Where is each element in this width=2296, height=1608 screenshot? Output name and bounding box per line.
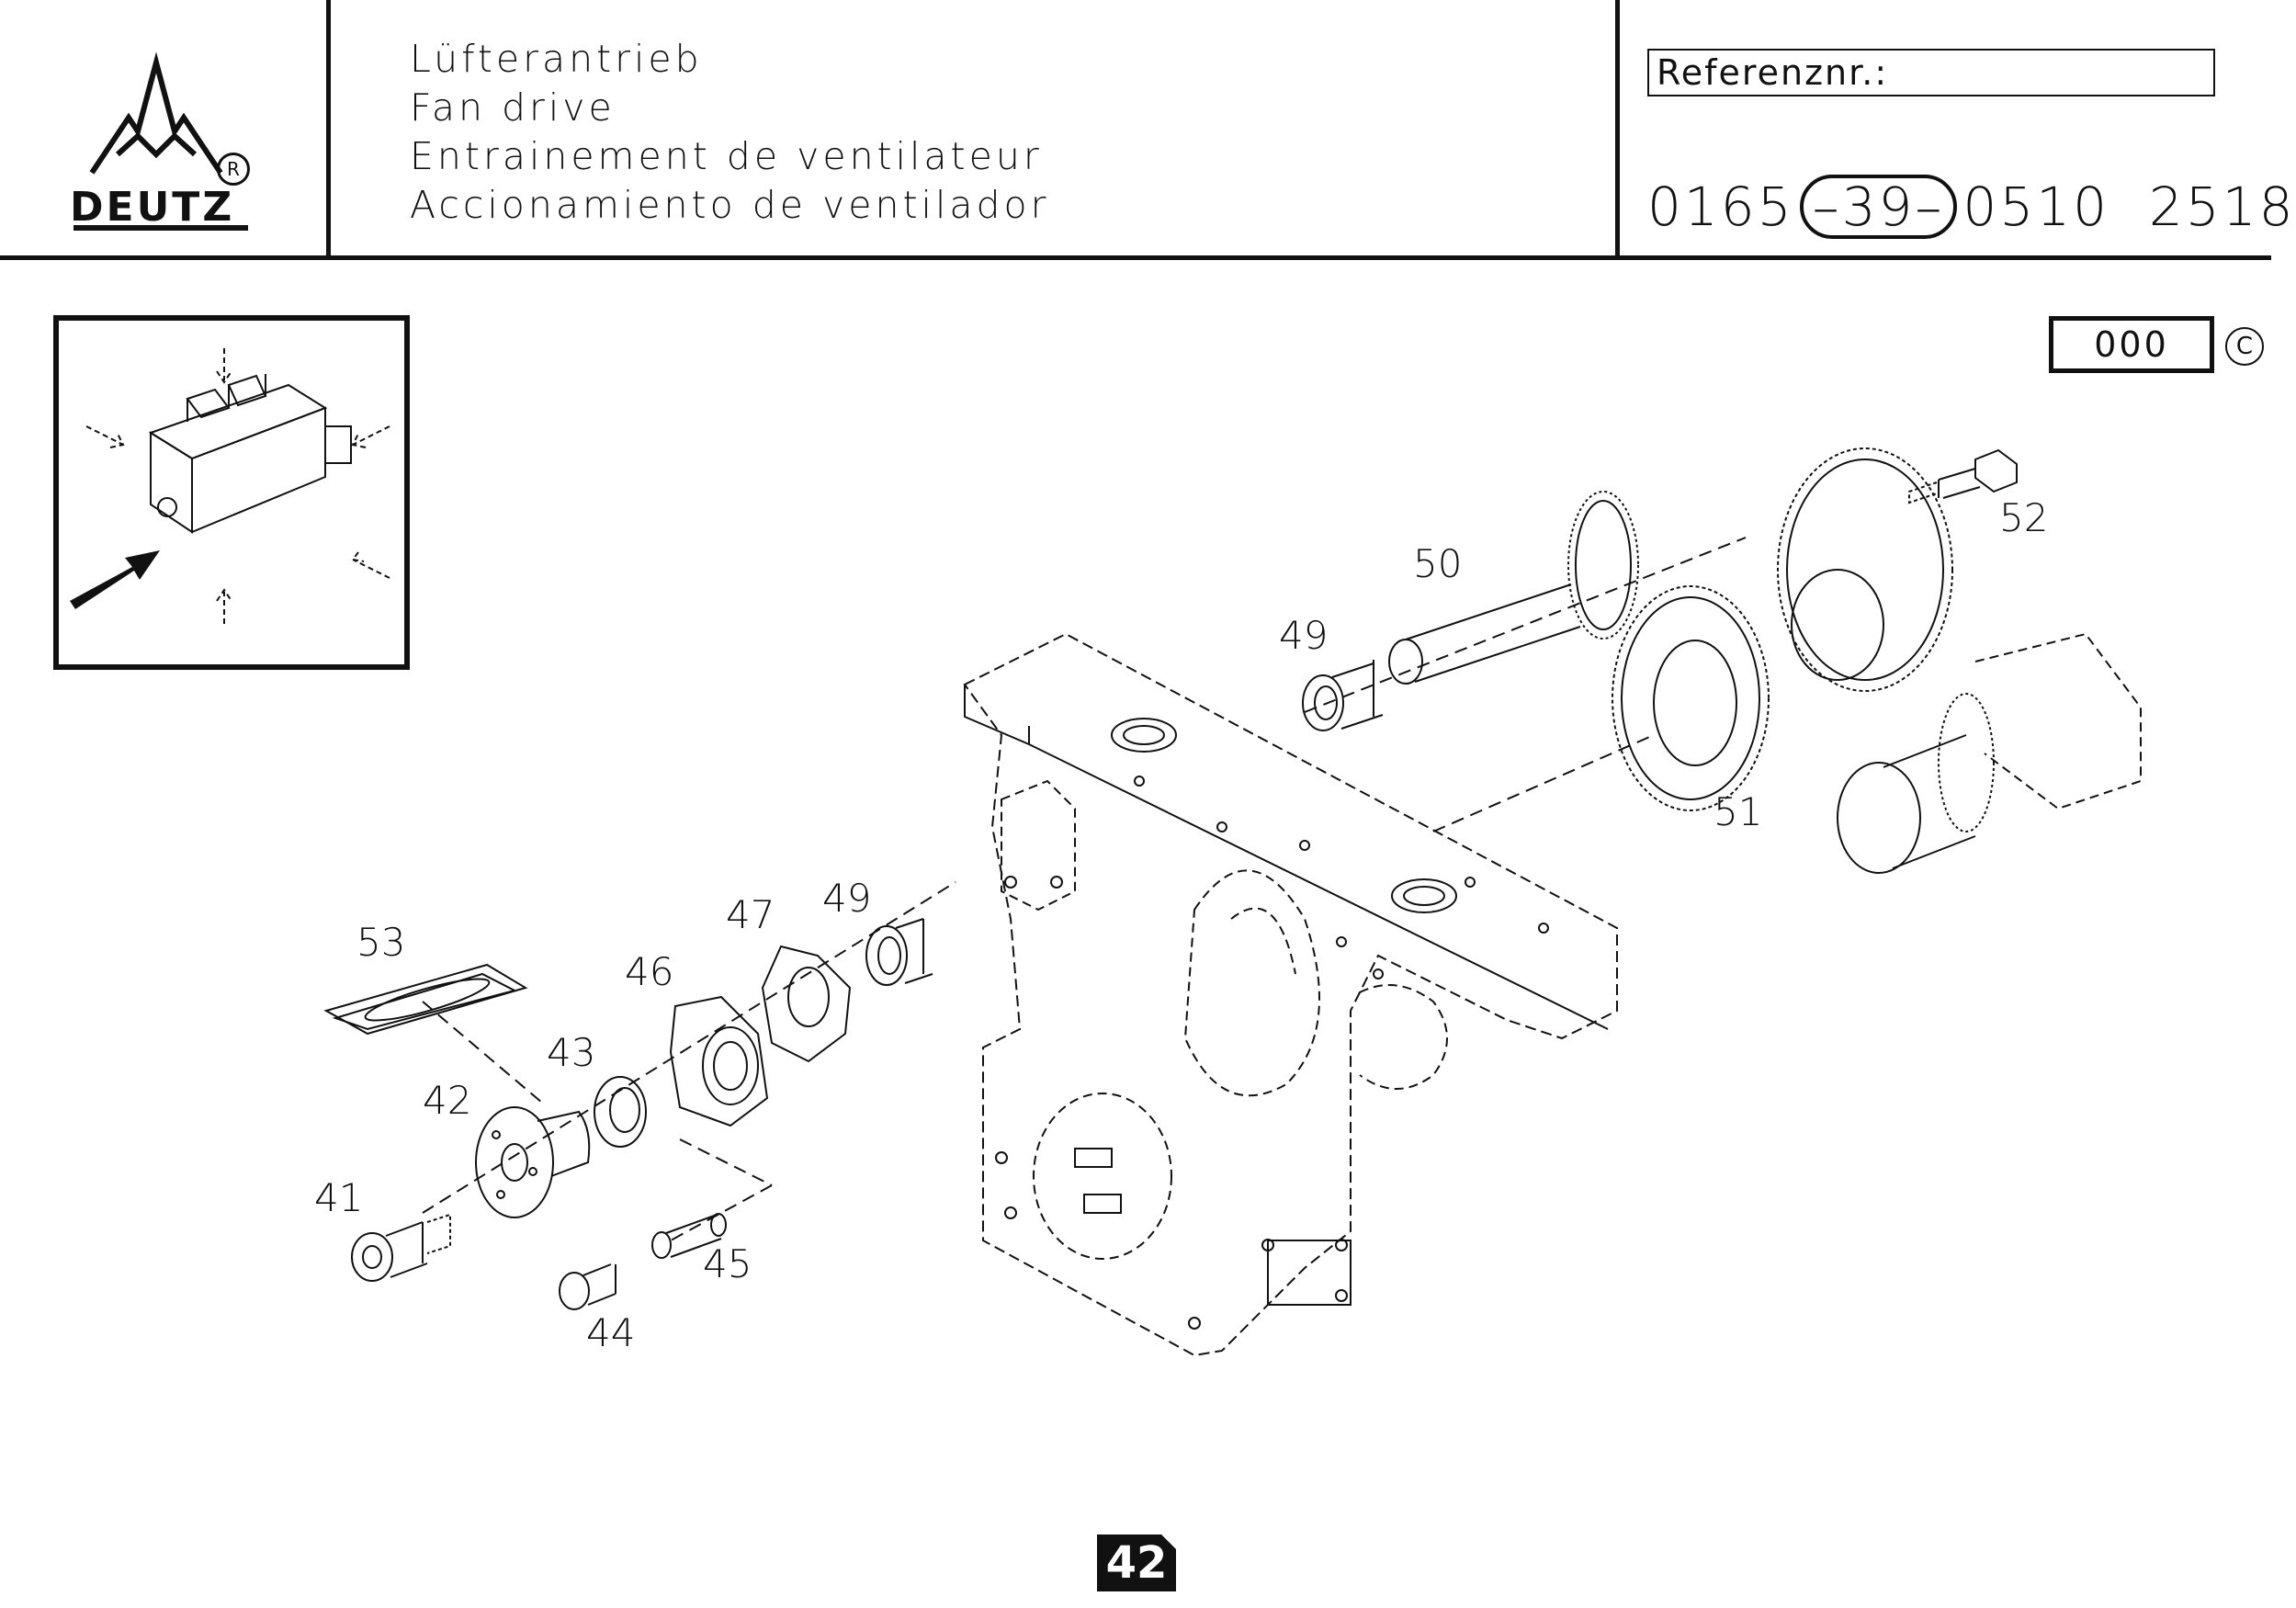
title-fr: Entrainement de ventilateur [410, 134, 1043, 178]
header-divider-right [1615, 0, 1620, 260]
callout-49-lower: 49 [822, 876, 871, 921]
title-en: Fan drive [410, 85, 616, 130]
copyright-symbol: C [2225, 327, 2264, 366]
part-47-gasket [761, 945, 852, 1063]
assembly-centerlines [422, 537, 1747, 1241]
reference-number-field: Referenznr.: [1647, 49, 2215, 96]
callout-46: 46 [625, 949, 673, 994]
part-51-gear-ring [1612, 585, 1770, 811]
callout-53: 53 [356, 920, 405, 965]
title-block: Lüfterantrieb Fan drive Entrainement de … [410, 35, 1049, 230]
callout-43: 43 [547, 1030, 595, 1075]
header-divider-left [326, 0, 331, 260]
part-46-bearing-housing [669, 995, 769, 1127]
part-43-seal-ring [594, 1076, 647, 1148]
part-number-prefix: 0165 [1647, 176, 1794, 238]
header: DEUTZ R Lüfterantrieb Fan drive Entraine… [0, 0, 2293, 261]
part-41-hex-bolt [351, 1213, 451, 1282]
part-50-shaft-gear [1388, 491, 1639, 685]
callout-51: 51 [1714, 789, 1762, 834]
part-49-bushing-upper [1302, 660, 1384, 731]
gear-housing [963, 632, 1618, 1357]
housing-bolt-holes [995, 776, 1549, 1330]
part-number-suffix2: 2518 [2148, 176, 2296, 238]
callout-50: 50 [1413, 541, 1462, 586]
callout-44: 44 [586, 1310, 635, 1355]
header-bottom-rule [0, 255, 2271, 260]
deutz-logo [74, 51, 248, 231]
callout-47: 47 [726, 892, 775, 937]
title-de: Lüfterantrieb [410, 37, 703, 81]
callout-49-upper: 49 [1279, 613, 1328, 658]
registered-mark: R [217, 153, 250, 186]
part-44-screw [559, 1263, 616, 1310]
drive-gear-assembly [1777, 447, 2142, 874]
part-number-group: –39– [1799, 175, 1958, 239]
callout-52: 52 [1999, 495, 2048, 540]
part-53-label-plate [323, 963, 528, 1036]
part-number-suffix1: 0510 [1962, 176, 2110, 238]
part-number: 0165–39–0510 2518 [1647, 175, 2296, 239]
callout-42: 42 [423, 1078, 471, 1123]
engine-overview-illustration [70, 348, 390, 624]
brand-wordmark: DEUTZ [70, 184, 235, 231]
location-arrow-icon [70, 550, 160, 609]
version-box: 000 [2049, 316, 2214, 373]
part-52-bolt [1908, 448, 2018, 504]
page-number: 42 [1097, 1534, 1176, 1591]
engine-location-inset [53, 315, 410, 670]
part-42-hub-flange [475, 1106, 591, 1218]
part-49-bushing-lower [865, 918, 933, 986]
part-45-pin [651, 1213, 727, 1259]
callout-41: 41 [314, 1175, 363, 1220]
callout-labels: 53 42 41 43 46 47 49 45 44 50 49 51 52 [314, 495, 2048, 1355]
title-es: Accionamiento de ventilador [410, 183, 1050, 227]
callout-45: 45 [703, 1241, 752, 1286]
